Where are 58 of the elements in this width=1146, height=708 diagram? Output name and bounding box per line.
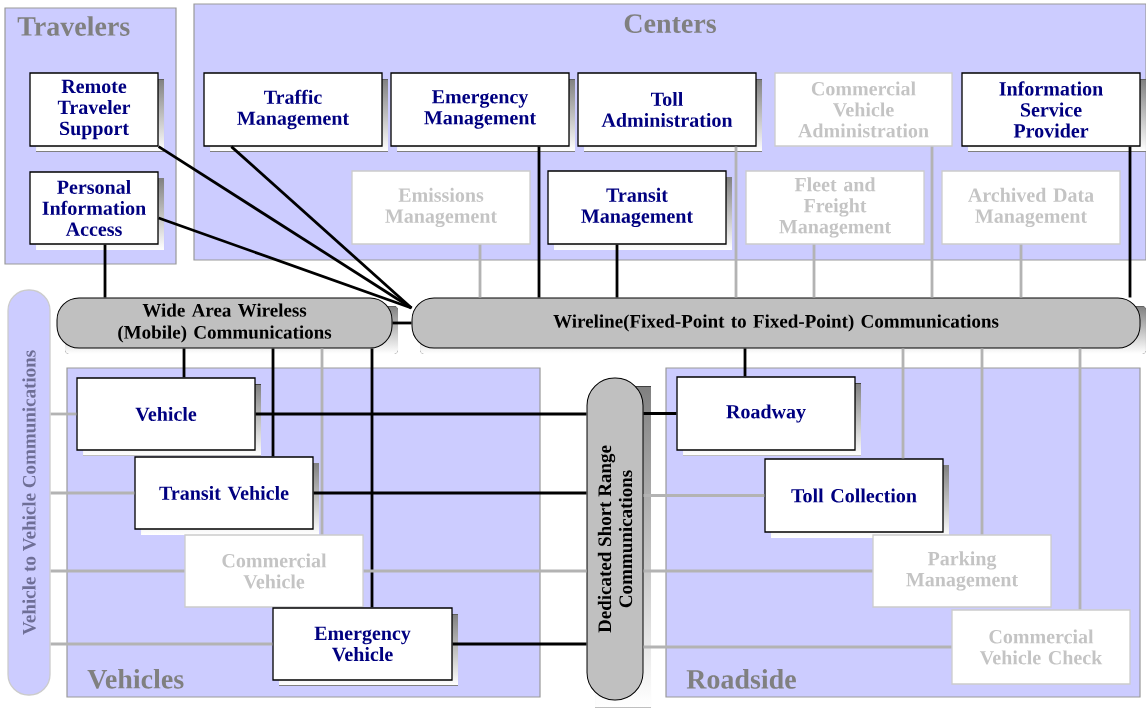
connector-line xyxy=(182,348,186,378)
connector-line xyxy=(643,645,952,649)
system-box: Transit Management xyxy=(547,170,732,250)
communications-bus: Vehicle to Vehicle Communications xyxy=(7,289,51,696)
connector-line xyxy=(50,491,135,495)
system-box: Fleet and Freight Management xyxy=(745,170,925,245)
connector-line xyxy=(313,491,587,495)
system-box: Information Service Provider xyxy=(961,72,1146,152)
connector-line xyxy=(812,244,816,298)
connector-line xyxy=(230,145,413,310)
connector-line xyxy=(50,569,185,573)
connector-line xyxy=(320,348,324,535)
connector-line xyxy=(103,244,107,298)
connector-line xyxy=(1128,146,1132,298)
system-box: Vehicle xyxy=(76,377,261,456)
connector-line xyxy=(50,642,273,646)
system-box: Parking Management xyxy=(872,534,1052,608)
system-box: Commercial Vehicle xyxy=(184,534,364,608)
system-box: Traffic Management xyxy=(203,72,388,152)
connector-line xyxy=(50,412,77,416)
system-box: Commercial Vehicle Check xyxy=(951,609,1131,685)
group-title: Vehicles xyxy=(87,668,184,689)
system-box: Personal Information Access xyxy=(29,171,164,250)
connector-line xyxy=(363,569,587,573)
system-box: Emergency Vehicle xyxy=(272,607,458,686)
connector-line xyxy=(255,412,587,416)
connector-line xyxy=(615,244,619,298)
system-box: Remote Traveler Support xyxy=(29,72,164,152)
connector-line xyxy=(930,146,934,298)
connector-line xyxy=(734,146,738,298)
connector-line xyxy=(1078,348,1082,610)
communications-bus: Wireline(Fixed-Point to Fixed-Point) Communications xyxy=(411,297,1146,354)
connector-line xyxy=(478,244,482,298)
system-box: Commercial Vehicle Administration xyxy=(774,72,953,147)
system-box: Emissions Management xyxy=(351,170,531,245)
group-title: Travelers xyxy=(17,16,130,36)
communications-bus: Dedicated Short Range Communications xyxy=(586,377,651,708)
system-box: Transit Vehicle xyxy=(134,456,319,535)
connector-line xyxy=(271,348,275,457)
system-box: Toll Collection xyxy=(764,458,949,538)
connector-line xyxy=(901,348,905,459)
connector-line xyxy=(643,412,677,415)
system-box: Emergency Management xyxy=(390,72,575,152)
connector-line xyxy=(643,569,873,573)
connector-line xyxy=(643,494,765,497)
connector-line xyxy=(1019,244,1023,298)
connector-line xyxy=(392,321,412,325)
system-box: Toll Administration xyxy=(577,72,762,152)
connector-line xyxy=(980,348,984,535)
system-box: Archived Data Management xyxy=(941,170,1121,245)
connector-line xyxy=(537,146,541,298)
connector-line xyxy=(370,348,374,608)
group-title: Roadside xyxy=(686,669,796,689)
connector-line xyxy=(452,642,587,646)
connector-line xyxy=(743,348,747,377)
communications-bus: Wide Area Wireless (Mobile) Communications xyxy=(56,297,398,354)
system-box: Roadway xyxy=(676,376,861,456)
group-title: Centers xyxy=(624,14,716,33)
